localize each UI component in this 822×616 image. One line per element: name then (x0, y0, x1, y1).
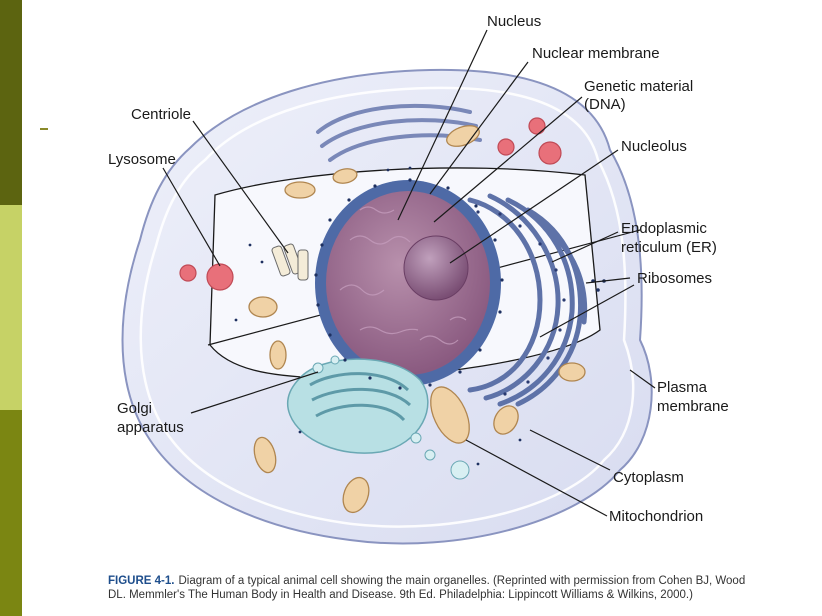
label-centriole: Centriole (131, 106, 191, 123)
label-ribosomes: Ribosomes (637, 270, 712, 287)
label-er-line2: reticulum (ER) (621, 239, 717, 256)
label-plasma-line1: Plasma (657, 379, 708, 396)
mitochondrion (284, 181, 316, 199)
lysosome (528, 117, 546, 135)
mitochondrion (493, 405, 519, 435)
mitochondrion (253, 436, 277, 474)
label-plasma-line2: membrane (657, 398, 729, 415)
side-bar-segment-2 (0, 205, 22, 410)
lysosome (179, 264, 197, 282)
caption-text: Diagram of a typical animal cell showing… (108, 575, 746, 601)
label-nucleolus: Nucleolus (621, 138, 687, 155)
mitochondrion (248, 296, 278, 318)
ribosomes (234, 166, 606, 466)
mitochondrion (342, 476, 370, 514)
label-genetic-material-line2: (DNA) (584, 96, 626, 113)
label-mitochondrion: Mitochondrion (609, 508, 703, 525)
figure-number: FIGURE 4-1. (108, 575, 175, 587)
label-genetic-material-line1: Genetic material (584, 78, 693, 95)
genetic-material (339, 206, 467, 345)
slide-bullet-dash (40, 128, 48, 130)
er-dots (476, 210, 566, 396)
endoplasmic-reticulum (467, 193, 588, 407)
mitochondrion (430, 386, 470, 444)
animal-cell-diagram: Nucleus Nuclear membrane Genetic materia… (108, 13, 729, 545)
lysosome (206, 263, 234, 291)
mitochondrion (269, 340, 287, 370)
centriole (271, 243, 309, 281)
leader-lines (162, 29, 656, 517)
figure-caption: FIGURE 4-1.Diagram of a typical animal c… (108, 574, 748, 602)
nucleolus (403, 235, 469, 301)
lysosome (497, 138, 515, 156)
side-bar-segment-3 (0, 410, 22, 616)
label-golgi-line1: Golgi (117, 400, 152, 417)
mitochondria (248, 125, 586, 514)
label-lysosome: Lysosome (108, 151, 176, 168)
plasma-membrane (139, 86, 635, 528)
label-nuclear-membrane: Nuclear membrane (532, 45, 660, 62)
golgi-apparatus (286, 355, 470, 480)
slide-side-bar (0, 0, 22, 616)
label-golgi-line2: apparatus (117, 419, 184, 436)
mitochondrion (558, 362, 586, 382)
side-bar-segment-1 (0, 0, 22, 205)
lysosomes (179, 117, 562, 291)
label-er-line1: Endoplasmic (621, 220, 707, 237)
label-cytoplasm: Cytoplasm (613, 469, 684, 486)
mitochondrion (332, 168, 358, 184)
lysosome (538, 141, 562, 165)
label-nucleus: Nucleus (487, 13, 541, 30)
